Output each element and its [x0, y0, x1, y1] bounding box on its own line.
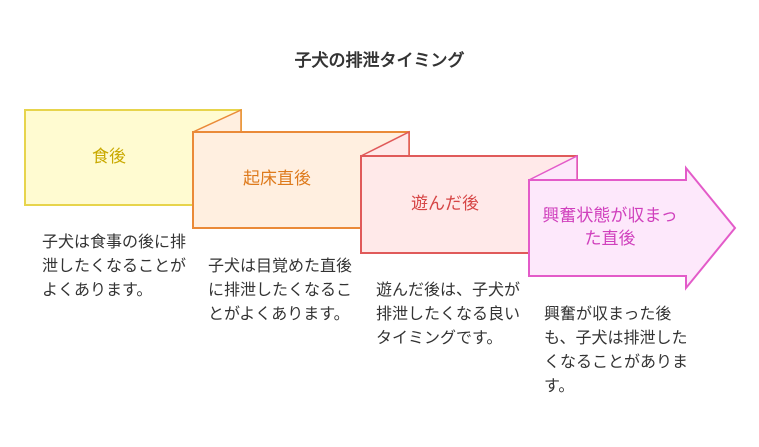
step-2-shape [192, 108, 410, 229]
step-3-description: 遊んだ後は、子犬が排泄したくなる良いタイミングです。 [376, 280, 521, 347]
step-1-label: 食後 [92, 147, 126, 167]
step-2-label: 起床直後 [243, 169, 311, 189]
step-4-description: 興奮が収まった後も、子犬は排泄したくなることがあります。 [544, 304, 689, 395]
step-4-shape [528, 154, 737, 291]
step-3-label: 遊んだ後 [411, 194, 479, 214]
step-1-description: 子犬は食事の後に排泄したくなることがよくあります。 [42, 232, 187, 299]
step-4-arrow [528, 165, 737, 291]
step-4-label: 興奮状態が収まった直後 [542, 206, 678, 249]
diagram-title: 子犬の排泄タイミング [294, 51, 465, 71]
step-2-description: 子犬は目覚めた直後に排泄したくなることがよくあります。 [208, 256, 353, 323]
